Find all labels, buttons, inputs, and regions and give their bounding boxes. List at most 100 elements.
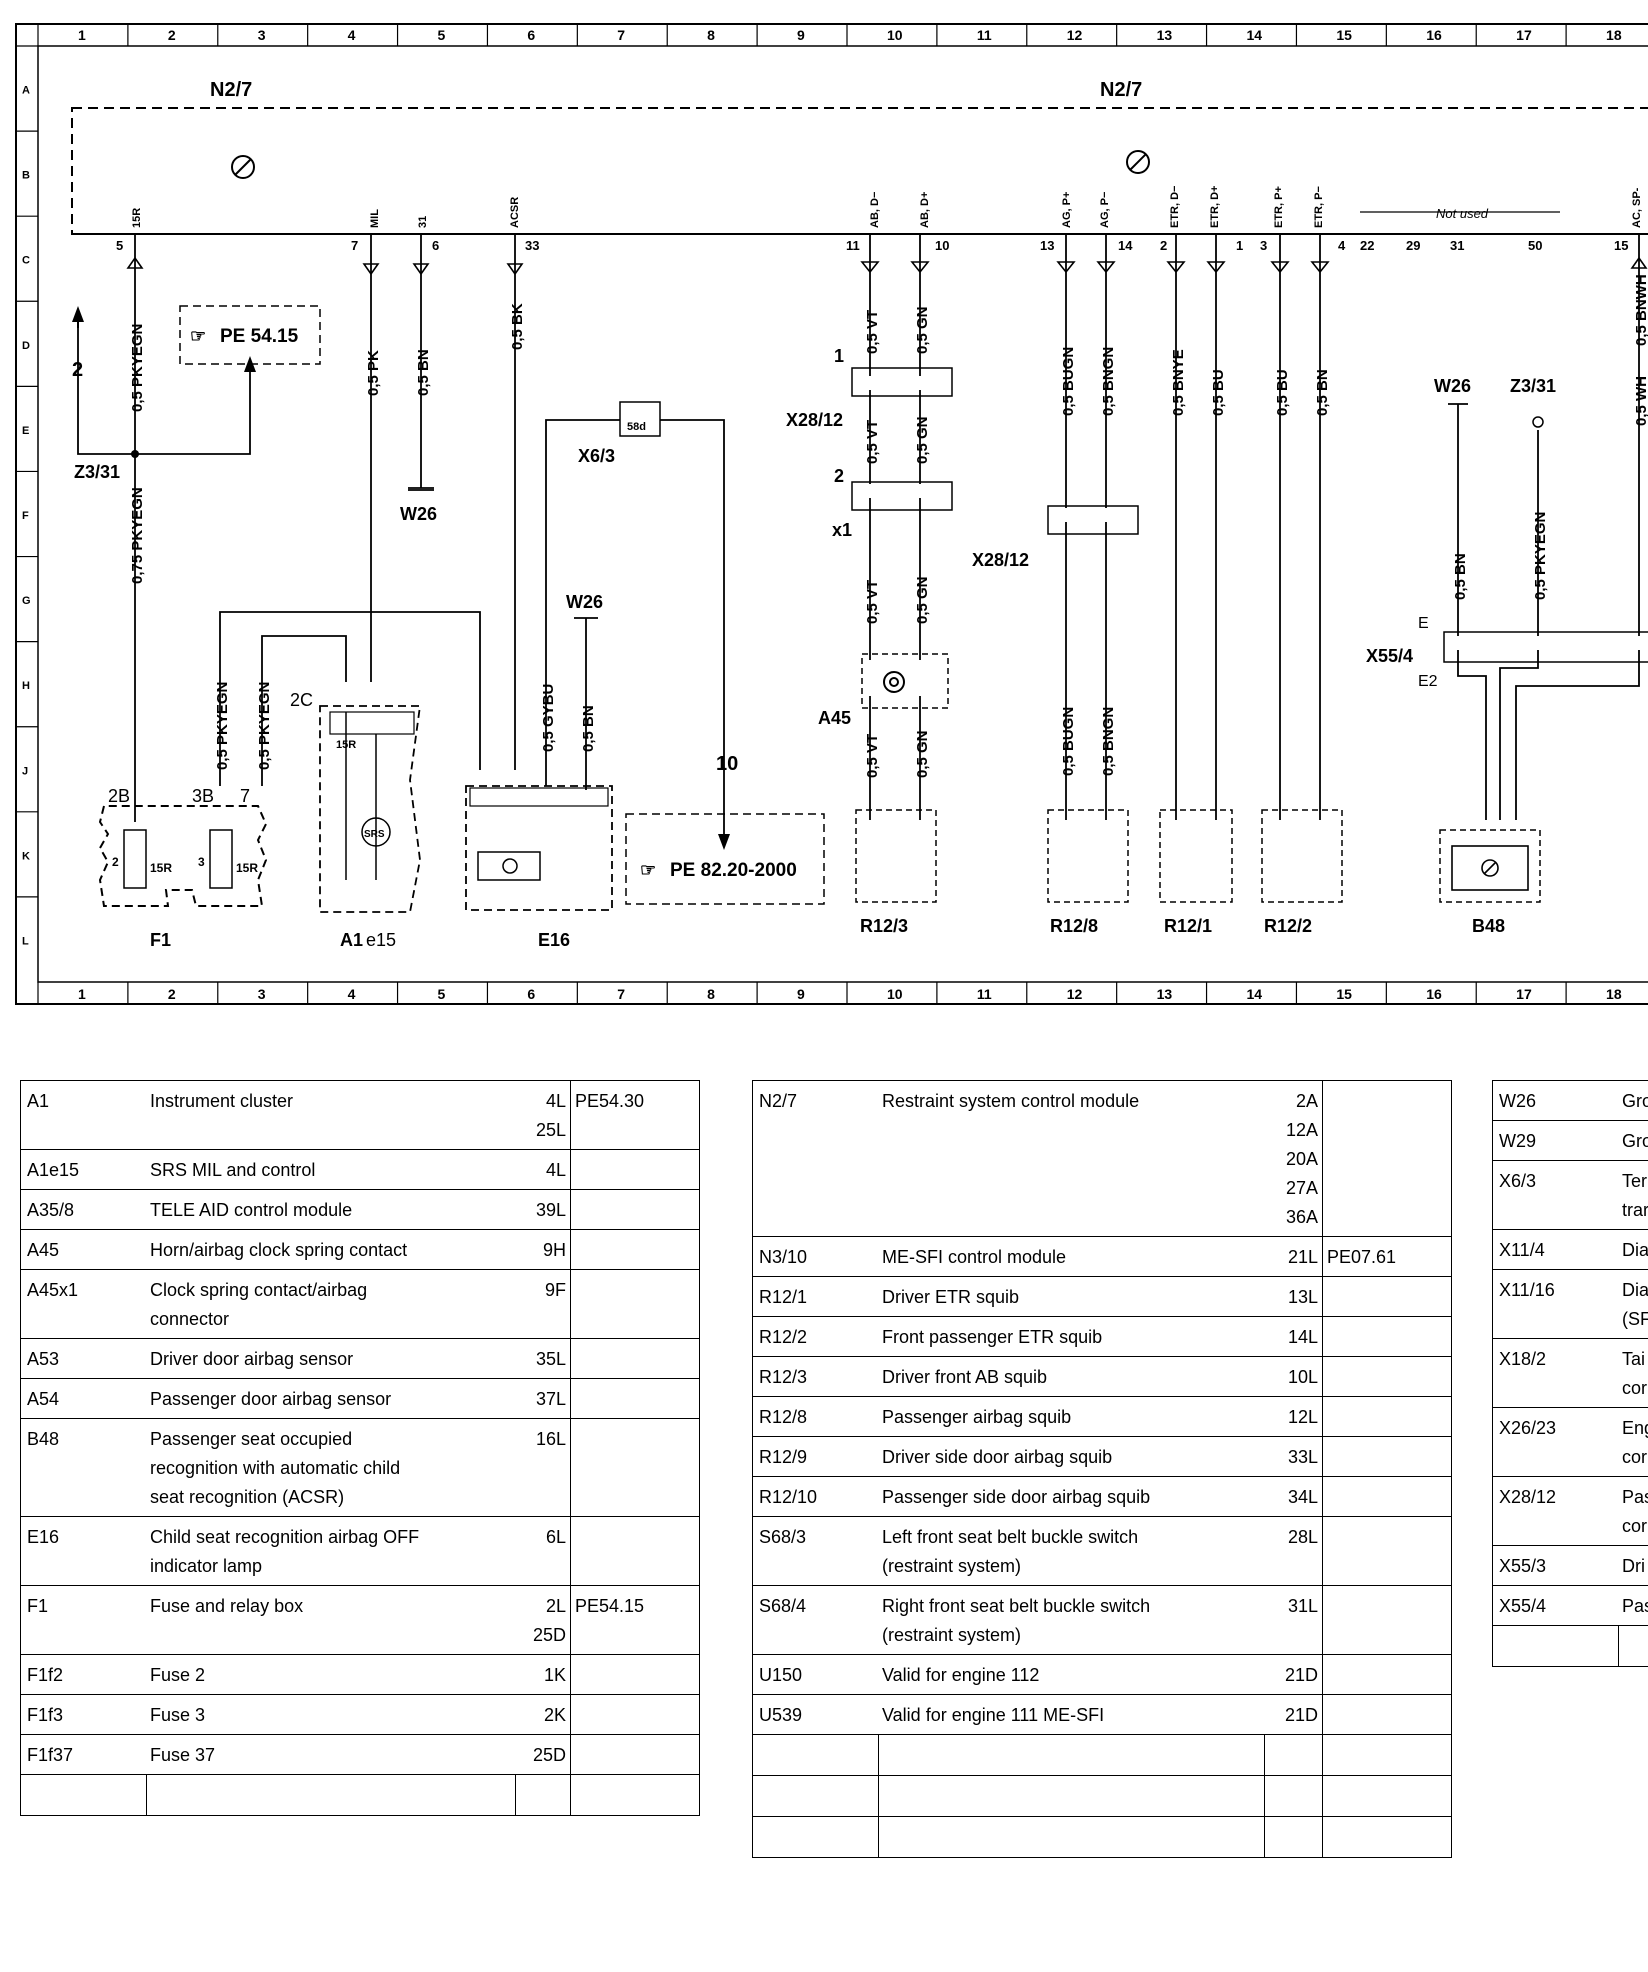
svg-text:13: 13 [1040,238,1054,253]
component-code: F1f37 [20,1734,146,1775]
svg-text:0,5 GN: 0,5 GN [914,576,931,624]
component-description: Fuse 37 [146,1734,516,1775]
component-code: A45x1 [20,1269,146,1339]
component-code: R12/1 [752,1276,878,1317]
grid-location: 34L [1264,1476,1324,1517]
signal-labels: 15R MIL 31 ACSR AB, D− AB, D+ AG, P+ AG,… [131,186,1643,228]
svg-text:ETR, D−: ETR, D− [1169,186,1181,228]
grid-labels: 1122334455667788991010111112121313141415… [22,27,1622,1002]
page-reference [570,1269,700,1339]
page-reference [1322,1516,1452,1586]
component-code: R12/10 [752,1476,878,1517]
empty-row [20,1774,700,1816]
component-description: Fuse and relay box [146,1585,516,1655]
component-code: A45 [20,1229,146,1270]
svg-text:15R: 15R [236,861,258,875]
svg-text:B48: B48 [1472,916,1505,936]
svg-text:E2: E2 [1418,673,1438,690]
grid-column-label: 5 [438,27,446,43]
svg-text:AG, P−: AG, P− [1099,192,1111,228]
grid-location: 25D [515,1734,572,1775]
svg-text:0,5 BNWH: 0,5 BNWH [1633,274,1648,346]
component-code: F1f3 [20,1694,146,1735]
grid-row-label: A [22,85,30,97]
grid-location: 2K [515,1694,572,1735]
component-description: Tai cor [1618,1338,1648,1408]
empty-row [752,1816,1452,1858]
page-reference [570,1149,700,1190]
page-reference: PE54.30 [570,1080,700,1150]
grid-row-label: F [22,510,29,522]
arrow-to-pe-82-20 [718,834,730,850]
svg-text:0,5 BN: 0,5 BN [1314,369,1331,416]
svg-text:MIL: MIL [369,209,381,228]
component-code: R12/2 [752,1316,878,1357]
svg-text:X28/12: X28/12 [786,410,843,430]
component-code: S68/3 [752,1516,878,1586]
component-code: A1 [20,1080,146,1150]
connector-pins [126,256,1648,276]
grid-column-label: 8 [707,27,715,43]
svg-text:Z3/31: Z3/31 [1510,376,1556,396]
svg-text:W26: W26 [400,504,437,524]
component-description: Gro [1618,1120,1648,1161]
component-code: N2/7 [752,1080,878,1237]
component-code: X26/23 [1492,1407,1618,1477]
grid-row-label: D [22,340,30,352]
svg-text:1: 1 [1236,238,1243,253]
svg-text:ETR, P+: ETR, P+ [1273,186,1285,228]
grid-column-label: 4 [348,986,356,1002]
svg-text:0,75 PKYEGN: 0,75 PKYEGN [129,487,146,584]
grid-column-label: 15 [1336,27,1352,43]
svg-text:0,5 PK: 0,5 PK [365,350,382,396]
a1-instrument-cluster [319,705,422,913]
component-description: Passenger airbag squib [878,1396,1265,1437]
svg-text:X28/12: X28/12 [972,550,1029,570]
grid-column-label: 15 [1336,986,1352,1002]
component-description: Ter trar [1618,1160,1648,1230]
component-description: Eng cor [1618,1407,1648,1477]
component-description: Driver side door airbag squib [878,1436,1265,1477]
svg-text:11: 11 [846,238,860,253]
grid-column-label: 17 [1516,27,1532,43]
component-code: R12/9 [752,1436,878,1477]
legend-row: X26/23Eng cor [1492,1407,1648,1477]
component-code: W26 [1492,1080,1618,1121]
svg-text:R12/1: R12/1 [1164,916,1212,936]
page-reference [1322,1585,1452,1655]
x6-3-label: X6/3 [578,446,615,466]
svg-text:SRS: SRS [364,829,385,840]
page-reference [1322,1356,1452,1397]
empty-row [752,1775,1452,1817]
component-code: A53 [20,1338,146,1379]
component-code: R12/3 [752,1356,878,1397]
svg-text:0,5 BN: 0,5 BN [415,349,432,396]
module-symbol-icon [231,150,1150,179]
component-code: U150 [752,1654,878,1695]
component-code: A35/8 [20,1189,146,1230]
pe-82-20-label: PE 82.20-2000 [670,860,797,881]
empty-row [752,1734,1452,1776]
svg-text:15: 15 [1614,238,1628,253]
grid-column-label: 13 [1157,27,1173,43]
page-reference [570,1229,700,1270]
component-code: B48 [20,1418,146,1517]
svg-text:0,5 WH: 0,5 WH [1633,376,1648,426]
